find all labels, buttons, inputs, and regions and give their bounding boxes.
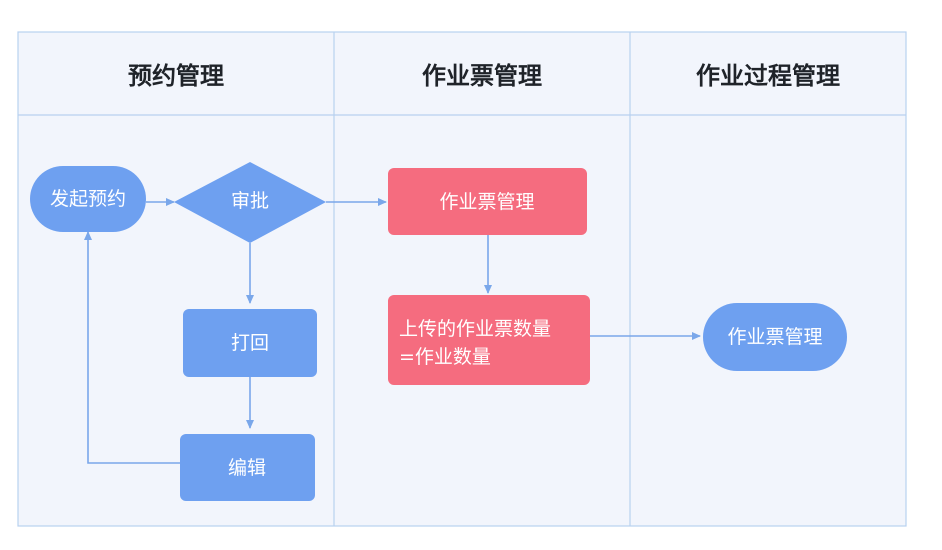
node-process-shape [703,303,847,371]
swimlane-frame [17,31,907,527]
node-upload-line-2: =作业数量 [399,346,491,368]
lane-title-process: 作业过程管理 [696,62,840,90]
node-reject[interactable]: 打回 [183,309,317,377]
node-edit-shape [180,434,315,501]
node-reject-shape [183,309,317,377]
edge-edit-to-initiate [84,231,180,464]
lane-title-ticket: 作业票管理 [422,62,542,90]
lane-title-booking: 预约管理 [128,62,224,90]
node-process-label: 作业票管理 [727,326,822,348]
node-ticket-shape [388,168,587,235]
node-upload-shape [388,295,590,385]
node-process-ticket[interactable]: 作业票管理 [703,303,847,371]
node-initiate-label: 发起预约 [50,188,126,210]
node-upload-count[interactable]: 上传的作业票数量 =作业数量 [388,295,590,385]
node-upload-line-1: 上传的作业票数量 [399,318,551,340]
node-approve-label: 审批 [231,190,269,212]
node-approve[interactable]: 审批 [174,162,326,243]
node-initiate-shape [30,166,146,232]
node-edit-label: 编辑 [228,457,266,479]
node-approve-shape [174,162,326,243]
node-edit[interactable]: 编辑 [180,434,315,501]
node-ticket-label: 作业票管理 [439,191,534,213]
node-initiate-booking[interactable]: 发起预约 [30,166,146,232]
node-ticket-management[interactable]: 作业票管理 [388,168,587,235]
node-reject-label: 打回 [231,332,269,354]
